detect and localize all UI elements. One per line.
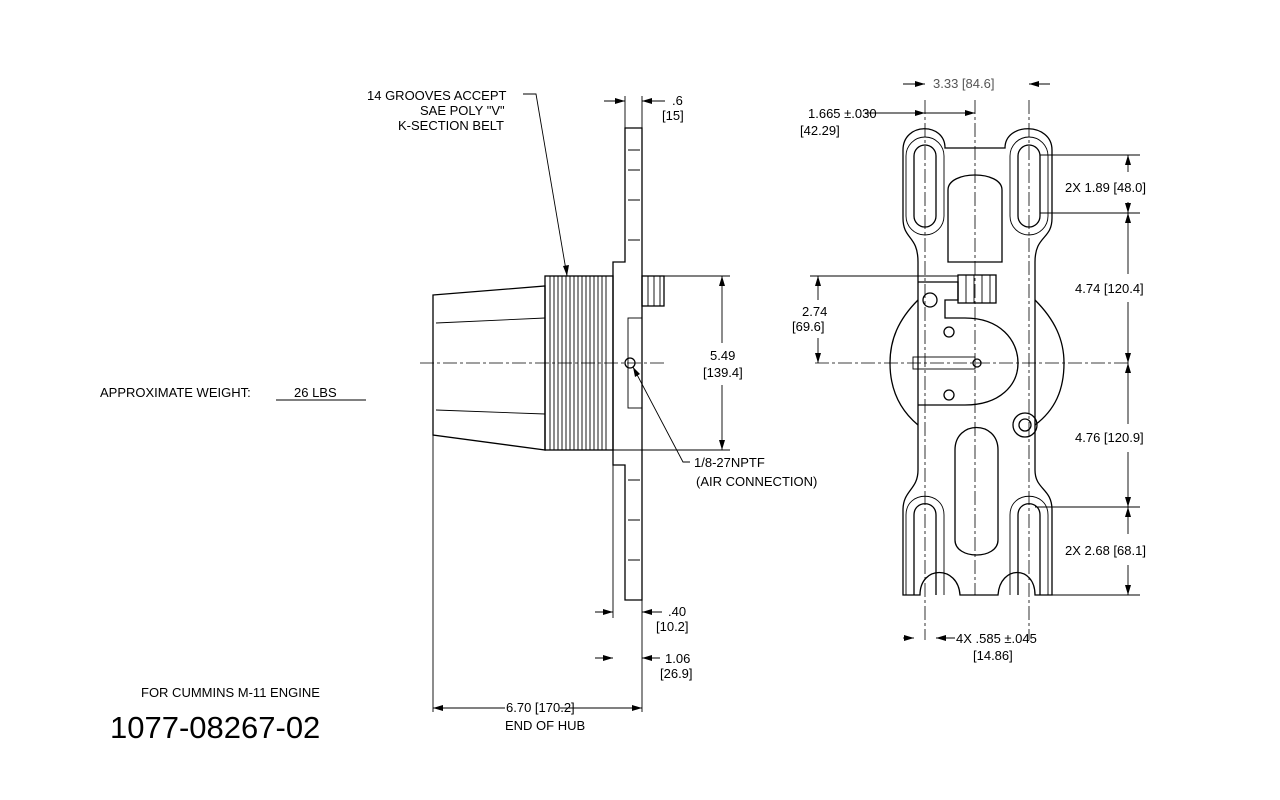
side-view <box>420 127 665 601</box>
dim-pulley-dia-mm: [139.4] <box>703 365 743 380</box>
dim-flange: .6 <box>672 93 683 108</box>
weight-label: APPROXIMATE WEIGHT: <box>100 385 251 400</box>
dim-106: 1.06 <box>665 651 690 666</box>
side-dimensions <box>432 93 730 712</box>
dim-slot-spacing: 3.33 [84.6] <box>933 76 994 91</box>
dim-040-mm: [10.2] <box>656 619 689 634</box>
label-grooves-3: K-SECTION BELT <box>398 118 504 133</box>
dim-slot-width-mm: [14.86] <box>973 648 1013 663</box>
dim-upper-slot: 2X 1.89 [48.0] <box>1065 180 1146 195</box>
label-grooves-1: 14 GROOVES ACCEPT <box>367 88 506 103</box>
air-connection-2: (AIR CONNECTION) <box>696 474 817 489</box>
part-number: 1077-08267-02 <box>110 710 320 745</box>
dim-end-of-hub: 6.70 [170.2] <box>506 700 575 715</box>
dim-slot-offset-mm: [42.29] <box>800 123 840 138</box>
dim-slot-width: 4X .585 ±.045 <box>956 631 1037 646</box>
dim-end-of-hub-label: END OF HUB <box>505 718 585 733</box>
dim-pulley-dia: 5.49 <box>710 348 735 363</box>
dim-air-height: 2.74 <box>802 304 827 319</box>
dim-flange-mm: [15] <box>662 108 684 123</box>
dim-040: .40 <box>668 604 686 619</box>
engine-label: FOR CUMMINS M-11 ENGINE <box>141 685 320 700</box>
weight-value: 26 LBS <box>294 385 337 400</box>
dim-lower-slot: 2X 2.68 [68.1] <box>1065 543 1146 558</box>
dim-upper-to-center: 4.74 [120.4] <box>1075 281 1144 296</box>
air-connection-1: 1/8-27NPTF <box>694 455 765 470</box>
dim-106-mm: [26.9] <box>660 666 693 681</box>
dim-center-to-lower: 4.76 [120.9] <box>1075 430 1144 445</box>
dim-air-height-mm: [69.6] <box>792 319 825 334</box>
dim-slot-offset: 1.665 ±.030 <box>808 106 877 121</box>
front-dimensions <box>810 81 1140 641</box>
label-grooves-2: SAE POLY "V" <box>420 103 505 118</box>
front-view <box>815 100 1130 640</box>
